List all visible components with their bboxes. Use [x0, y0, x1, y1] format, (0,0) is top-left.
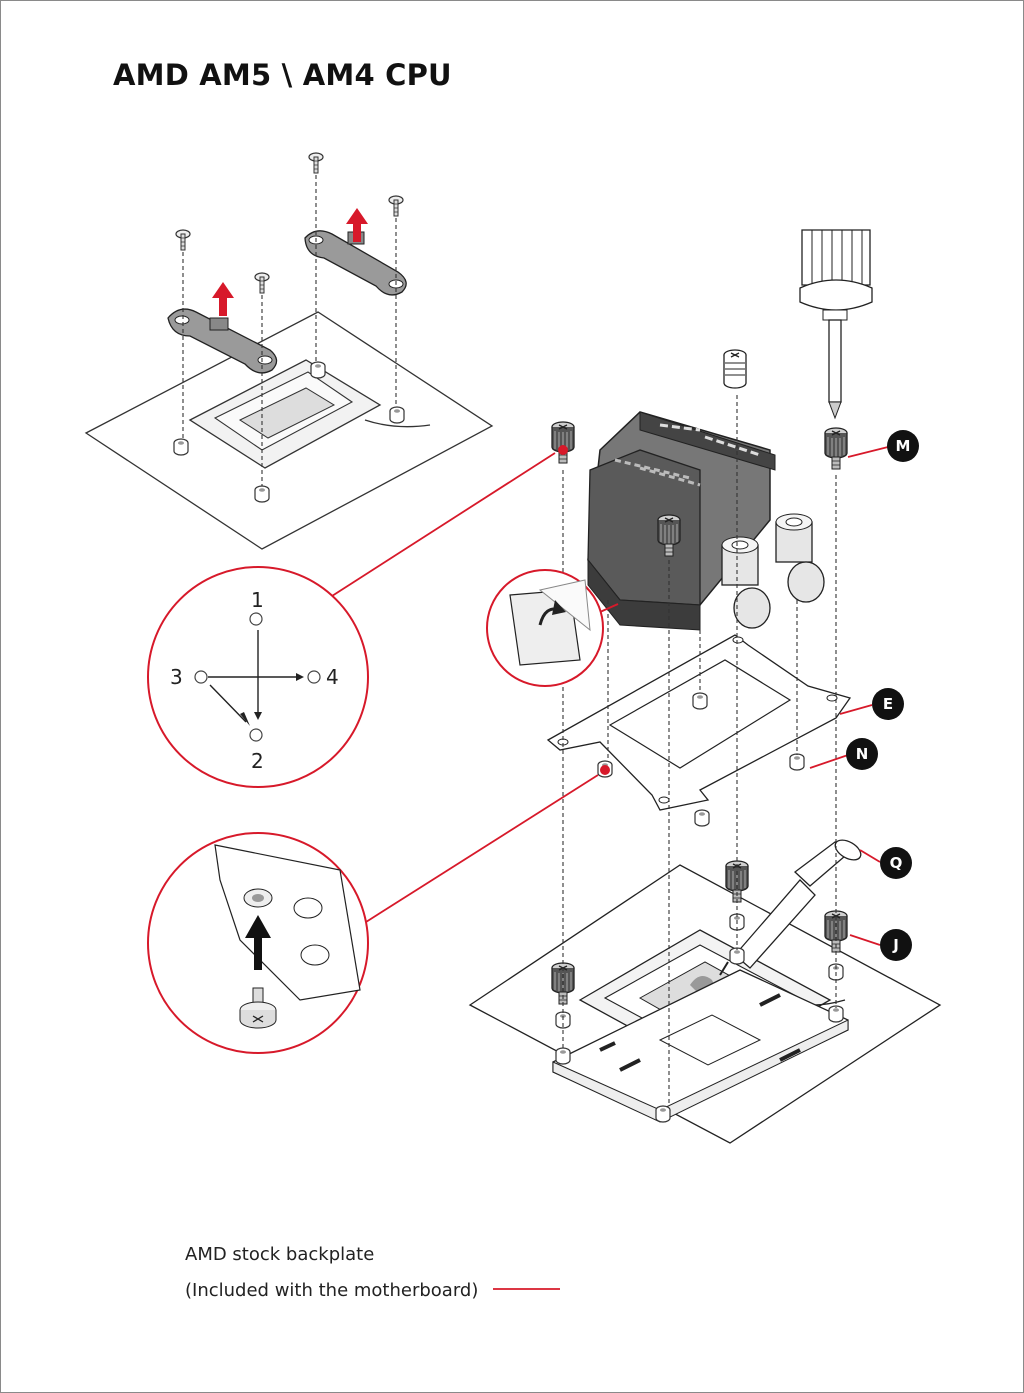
sequence-2: 2 [251, 749, 264, 773]
backplate-caption-line2: (Included with the motherboard) [185, 1280, 478, 1301]
alignment-guides [562, 395, 837, 1105]
pump-film-removal-detail [486, 569, 619, 687]
label-badge-e: E [872, 688, 904, 720]
page-title: AMD AM5 \ AM4 CPU [113, 58, 452, 92]
sequence-4: 4 [326, 665, 339, 689]
label-badge-j: J [880, 929, 912, 961]
svg-text:M: M [896, 437, 911, 455]
svg-text:Q: Q [890, 854, 903, 872]
svg-text:N: N [856, 745, 869, 763]
screw-tightening-sequence: 1 2 3 4 [147, 445, 568, 788]
standoff-icon [239, 987, 277, 1029]
svg-text:J: J [892, 936, 899, 954]
standoff-install-detail [147, 765, 610, 1054]
label-badge-n: N [846, 738, 878, 770]
arrow-up-icon [346, 208, 368, 242]
mounting-bracket-e [546, 634, 852, 827]
screwdriver-icon [799, 229, 873, 420]
amd-stock-backplate [552, 947, 849, 1123]
arrow-up-icon [212, 282, 234, 316]
svg-text:E: E [883, 695, 893, 713]
thumbscrew-icon [551, 349, 848, 557]
sequence-1: 1 [251, 588, 264, 612]
sequence-3: 3 [170, 665, 183, 689]
backplate-caption-line1: AMD stock backplate [185, 1244, 374, 1265]
label-badge-q: Q [880, 847, 912, 879]
arrow-up-icon [245, 915, 271, 970]
pump-block [587, 411, 825, 631]
stock-bracket-removal [84, 152, 494, 550]
label-badge-m: M [887, 430, 919, 462]
thermal-paste-syringe-icon [719, 839, 862, 976]
